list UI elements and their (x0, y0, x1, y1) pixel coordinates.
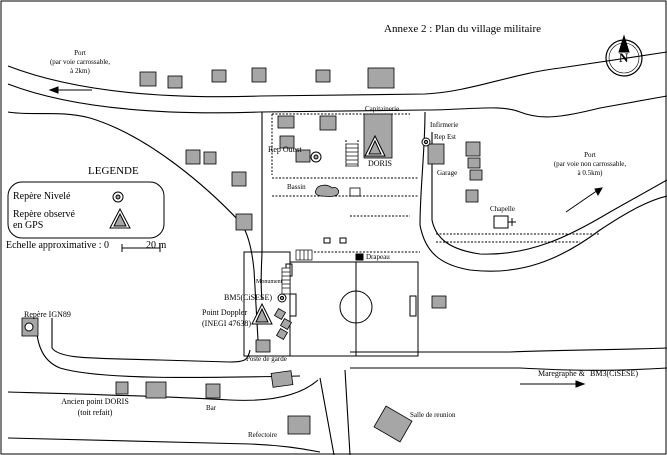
north-arrow (605, 34, 643, 77)
buildings (21, 67, 483, 443)
refectoire-label: Refectoire (248, 431, 278, 439)
poste-garde-label: Poste de garde (246, 355, 287, 363)
ancien-doris-label-1: Ancien point DORIS (61, 397, 129, 406)
infirmerie-label: Infirmerie (430, 121, 459, 129)
bassin-shape (315, 184, 339, 197)
ign89-marker (24, 322, 34, 332)
port-west-label-1: Port (74, 49, 86, 57)
legend-title: LEGENDE (88, 165, 139, 177)
fences (271, 113, 600, 253)
garage-label: Garage (437, 169, 458, 177)
rep-ouest-label: Rep Ouest (268, 145, 302, 154)
rep-ouest-marker (310, 151, 322, 163)
gps-symbol (109, 207, 131, 229)
rep-est-label: Rep Est (434, 133, 456, 141)
ancien-doris-label-2: (toit refait) (77, 408, 113, 417)
roads (7, 51, 667, 455)
leveled-symbol (112, 191, 124, 203)
capitainerie-label: Capitainerie (365, 105, 400, 113)
scale-label: Echelle approximative : 0 (6, 240, 110, 251)
legend-box (7, 181, 165, 239)
scale-end-label: 20 m (146, 240, 167, 251)
arrows (48, 86, 603, 388)
bassin-small (349, 187, 361, 197)
repere-ign-label: Repère IGN89 (24, 310, 71, 319)
legend-gps-label-2: en GPS (13, 220, 44, 231)
doris-gps-marker (364, 134, 386, 157)
doppler-gps-marker (251, 302, 273, 325)
legend-leveled-label: Repère Nivelé (13, 191, 71, 202)
port-east-label-1: Port (584, 151, 596, 159)
map-title: Annexe 2 : Plan du village militaire (384, 23, 542, 35)
bassin-label: Bassin (287, 183, 306, 191)
maregraphe-label: Maregraphe & (538, 369, 585, 378)
rep-est-marker (421, 137, 431, 147)
bm3-label: BM3(CiSESE) (590, 369, 639, 378)
sports-field (243, 251, 419, 357)
doppler-label-1: Point Doppler (202, 308, 248, 317)
bar-label: Bar (206, 404, 217, 412)
bm5-label: BM5(CiSESE) (224, 293, 273, 302)
bm5-marker (277, 293, 287, 303)
scale-bar (121, 244, 161, 252)
port-west-label-3: à 2km) (70, 67, 90, 75)
drapeau-label: Drapeau (366, 253, 390, 261)
hatched-blocks (281, 143, 359, 295)
port-east-label-2: (par voie non carrossable, (553, 160, 627, 168)
doppler-label-2: (INEGI 47638) (202, 319, 252, 328)
port-west-label-2: (par voie carrossable, (49, 58, 111, 66)
port-east-label-3: à 0.5km) (577, 169, 603, 177)
salle-reunion-label: Salle de reunion (410, 411, 456, 419)
chapelle-label: Chapelle (490, 205, 515, 213)
chapelle-building (493, 215, 516, 229)
monument-label: Monument (256, 279, 283, 285)
doris-label: DORIS (368, 159, 393, 168)
north-label: N (619, 50, 629, 65)
legend-gps-label-1: Repère observé (13, 209, 75, 220)
